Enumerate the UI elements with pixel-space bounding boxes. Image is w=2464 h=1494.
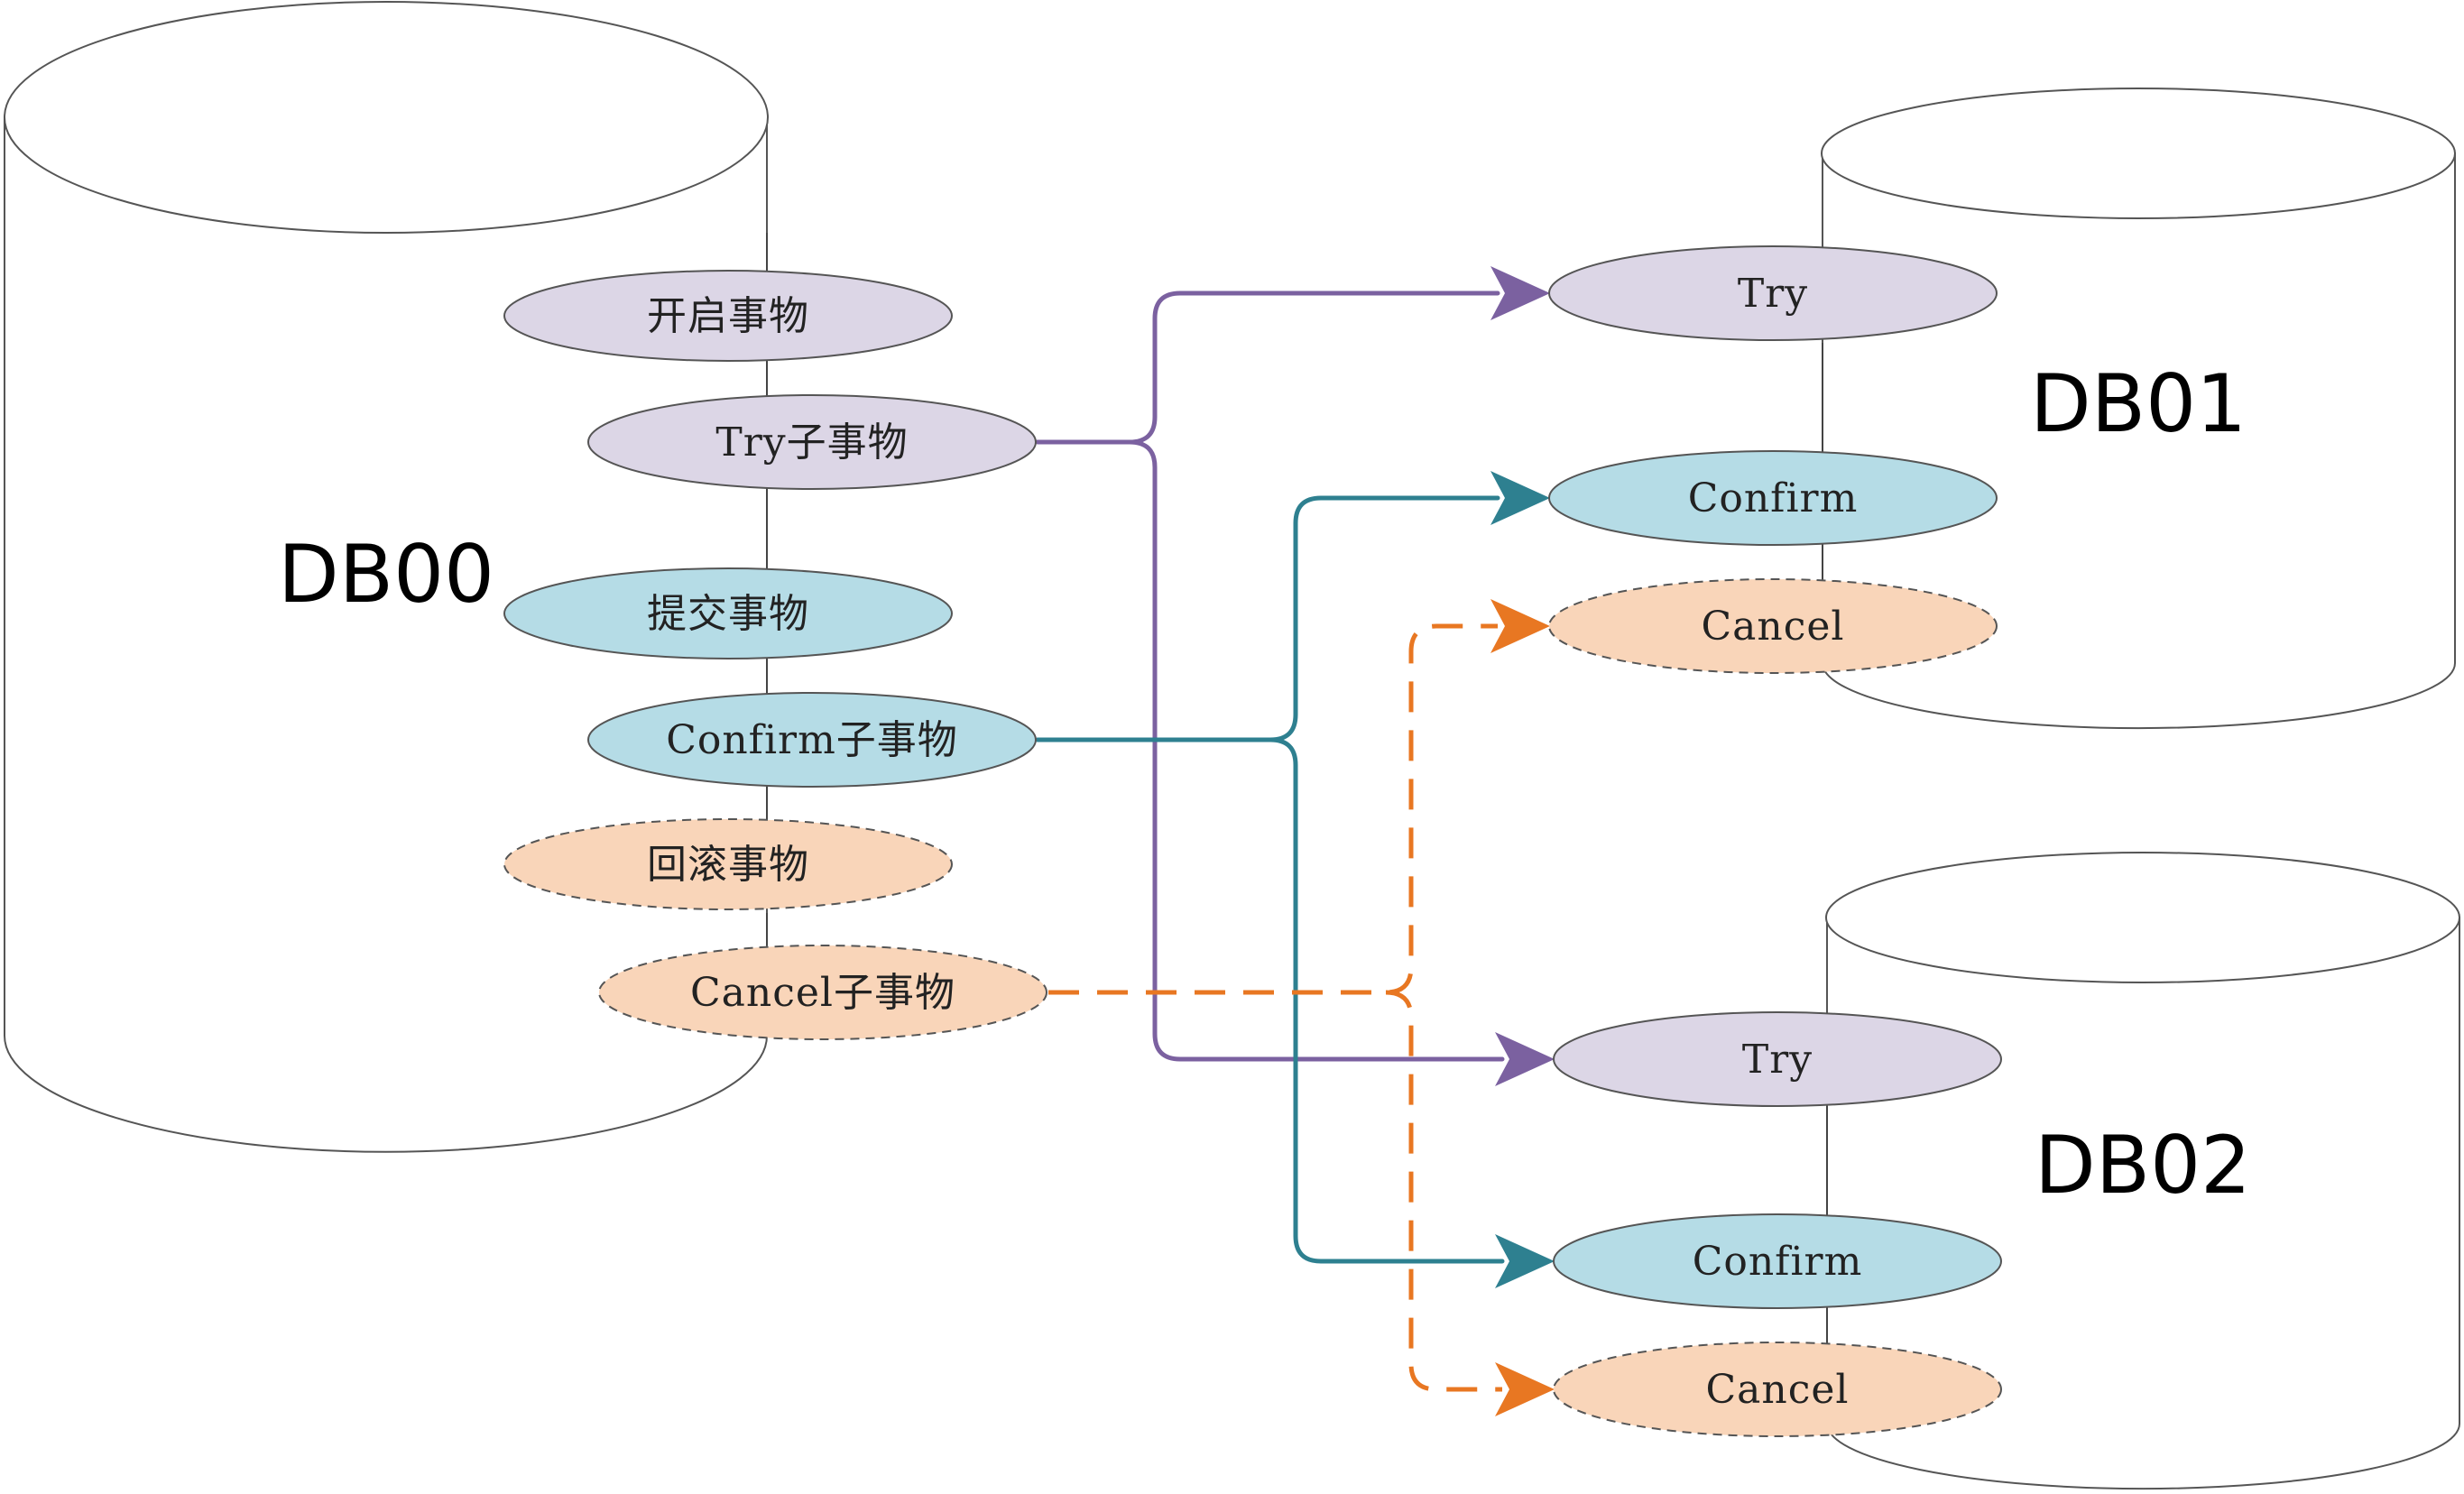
node-commit-transaction: 提交事物 — [503, 567, 953, 659]
try-connector — [1035, 266, 1555, 1086]
svg-text:Try子事物: Try子事物 — [715, 420, 908, 466]
svg-text:Confirm子事物: Confirm子事物 — [666, 717, 958, 763]
svg-text:Try: Try — [1742, 1037, 1813, 1083]
svg-text:提交事物: 提交事物 — [647, 591, 809, 637]
confirm-arrowhead-db02 — [1495, 1234, 1555, 1288]
node-confirm-subtransaction: Confirm子事物 — [587, 692, 1037, 788]
cancel-arrowhead-db02 — [1495, 1362, 1555, 1416]
svg-text:开启事物: 开启事物 — [647, 293, 809, 339]
db01-node-try: Try — [1548, 245, 1998, 341]
try-arrowhead-db02 — [1495, 1032, 1555, 1086]
svg-text:Confirm: Confirm — [1688, 475, 1859, 521]
db02-node-cancel: Cancel — [1553, 1342, 2002, 1437]
node-try-subtransaction: Try子事物 — [587, 394, 1037, 490]
try-arrowhead-db01 — [1490, 266, 1550, 320]
db01-label: DB01 — [2030, 357, 2247, 450]
db01-node-confirm: Confirm — [1548, 450, 1998, 546]
svg-text:Cancel: Cancel — [1706, 1367, 1850, 1413]
svg-text:回滚事物: 回滚事物 — [647, 842, 809, 888]
node-open-transaction: 开启事物 — [503, 270, 953, 362]
cancel-connector — [1048, 599, 1555, 1416]
db00-label: DB00 — [278, 528, 494, 621]
cancel-arrowhead-db01 — [1490, 599, 1550, 653]
db02-label: DB02 — [2035, 1119, 2251, 1212]
svg-text:Confirm: Confirm — [1693, 1239, 1863, 1285]
svg-text:Cancel: Cancel — [1702, 604, 1845, 650]
node-cancel-subtransaction: Cancel子事物 — [598, 945, 1047, 1040]
svg-text:Cancel子事物: Cancel子事物 — [690, 970, 955, 1016]
db01-node-cancel: Cancel — [1548, 578, 1998, 674]
db02-node-confirm: Confirm — [1553, 1213, 2002, 1309]
db02-node-try: Try — [1553, 1011, 2002, 1107]
svg-text:Try: Try — [1738, 271, 1808, 317]
confirm-connector — [1035, 471, 1555, 1288]
node-rollback-transaction: 回滚事物 — [503, 818, 953, 910]
confirm-arrowhead-db01 — [1490, 471, 1550, 525]
